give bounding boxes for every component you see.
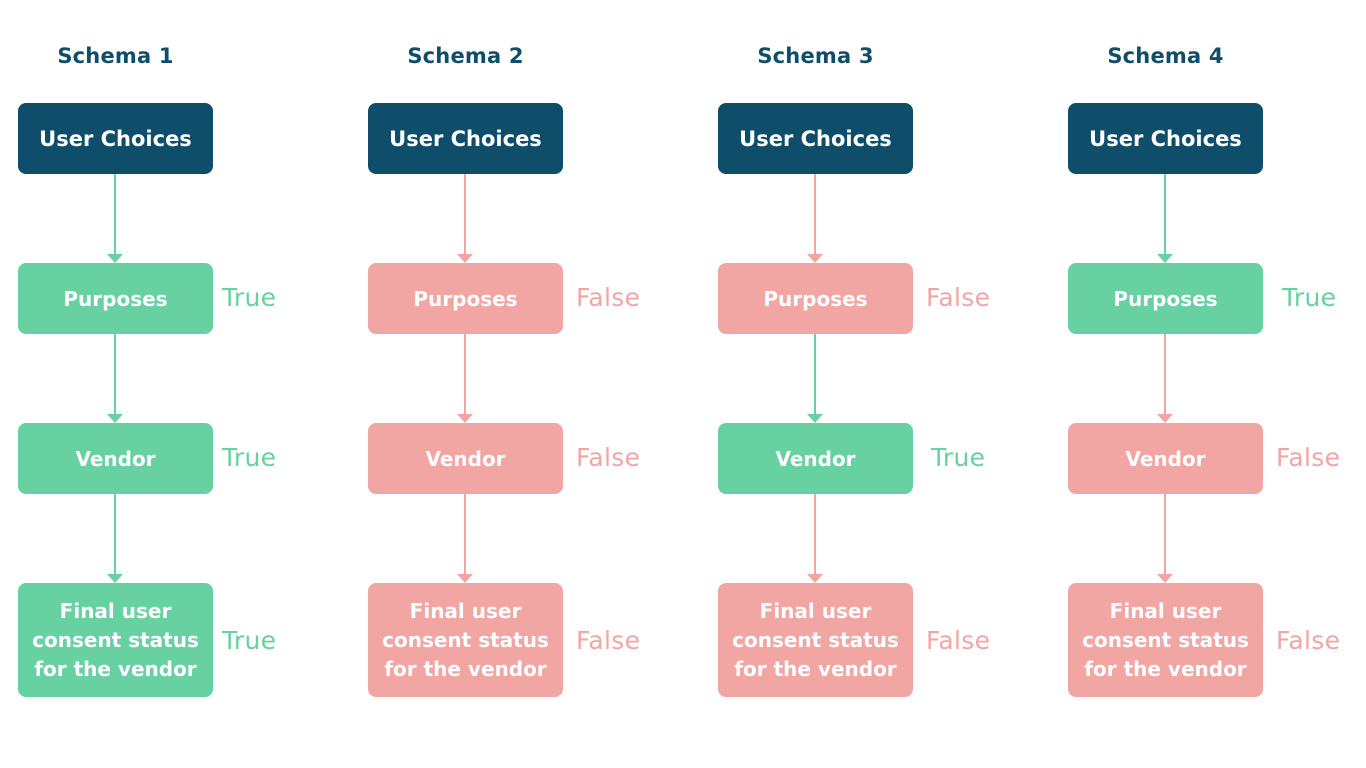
final-consent-result: False bbox=[576, 626, 641, 655]
arrow-user-choices-to-purposes bbox=[457, 174, 473, 263]
schema-title: Schema 4 bbox=[1107, 44, 1224, 68]
arrow-vendor-to-final bbox=[457, 494, 473, 583]
arrow-purposes-to-vendor bbox=[457, 334, 473, 423]
purposes-box: Purposes bbox=[1068, 263, 1263, 334]
user-choices-box: User Choices bbox=[1068, 103, 1263, 174]
vendor-box: Vendor bbox=[1068, 423, 1263, 494]
purposes-result: True bbox=[222, 283, 277, 312]
vendor-box: Vendor bbox=[368, 423, 563, 494]
schema-4-column: Schema 4 User Choices Purposes True Vend… bbox=[1068, 0, 1366, 768]
arrow-user-choices-to-purposes bbox=[1157, 174, 1173, 263]
purposes-result: True bbox=[1282, 283, 1337, 312]
arrow-vendor-to-final bbox=[807, 494, 823, 583]
schema-1-column: Schema 1 User Choices Purposes True Vend… bbox=[18, 0, 358, 768]
user-choices-box: User Choices bbox=[368, 103, 563, 174]
schema-title: Schema 2 bbox=[407, 44, 524, 68]
arrow-purposes-to-vendor bbox=[807, 334, 823, 423]
arrow-purposes-to-vendor bbox=[1157, 334, 1173, 423]
vendor-result: False bbox=[576, 443, 641, 472]
purposes-box: Purposes bbox=[18, 263, 213, 334]
final-consent-result: False bbox=[1276, 626, 1341, 655]
schema-2-column: Schema 2 User Choices Purposes False Ven… bbox=[368, 0, 708, 768]
schema-3-column: Schema 3 User Choices Purposes False Ven… bbox=[718, 0, 1058, 768]
final-consent-box: Final user consent status for the vendor bbox=[368, 583, 563, 697]
user-choices-box: User Choices bbox=[718, 103, 913, 174]
vendor-result: False bbox=[1276, 443, 1341, 472]
final-consent-result: True bbox=[222, 626, 277, 655]
purposes-box: Purposes bbox=[718, 263, 913, 334]
user-choices-box: User Choices bbox=[18, 103, 213, 174]
arrow-purposes-to-vendor bbox=[107, 334, 123, 423]
vendor-result: True bbox=[931, 443, 986, 472]
arrow-vendor-to-final bbox=[1157, 494, 1173, 583]
arrow-user-choices-to-purposes bbox=[107, 174, 123, 263]
vendor-result: True bbox=[222, 443, 277, 472]
arrow-user-choices-to-purposes bbox=[807, 174, 823, 263]
final-consent-box: Final user consent status for the vendor bbox=[1068, 583, 1263, 697]
vendor-box: Vendor bbox=[718, 423, 913, 494]
purposes-result: False bbox=[926, 283, 991, 312]
vendor-box: Vendor bbox=[18, 423, 213, 494]
arrow-vendor-to-final bbox=[107, 494, 123, 583]
final-consent-result: False bbox=[926, 626, 991, 655]
final-consent-box: Final user consent status for the vendor bbox=[18, 583, 213, 697]
schema-title: Schema 1 bbox=[57, 44, 174, 68]
final-consent-box: Final user consent status for the vendor bbox=[718, 583, 913, 697]
schema-title: Schema 3 bbox=[757, 44, 874, 68]
purposes-result: False bbox=[576, 283, 641, 312]
purposes-box: Purposes bbox=[368, 263, 563, 334]
